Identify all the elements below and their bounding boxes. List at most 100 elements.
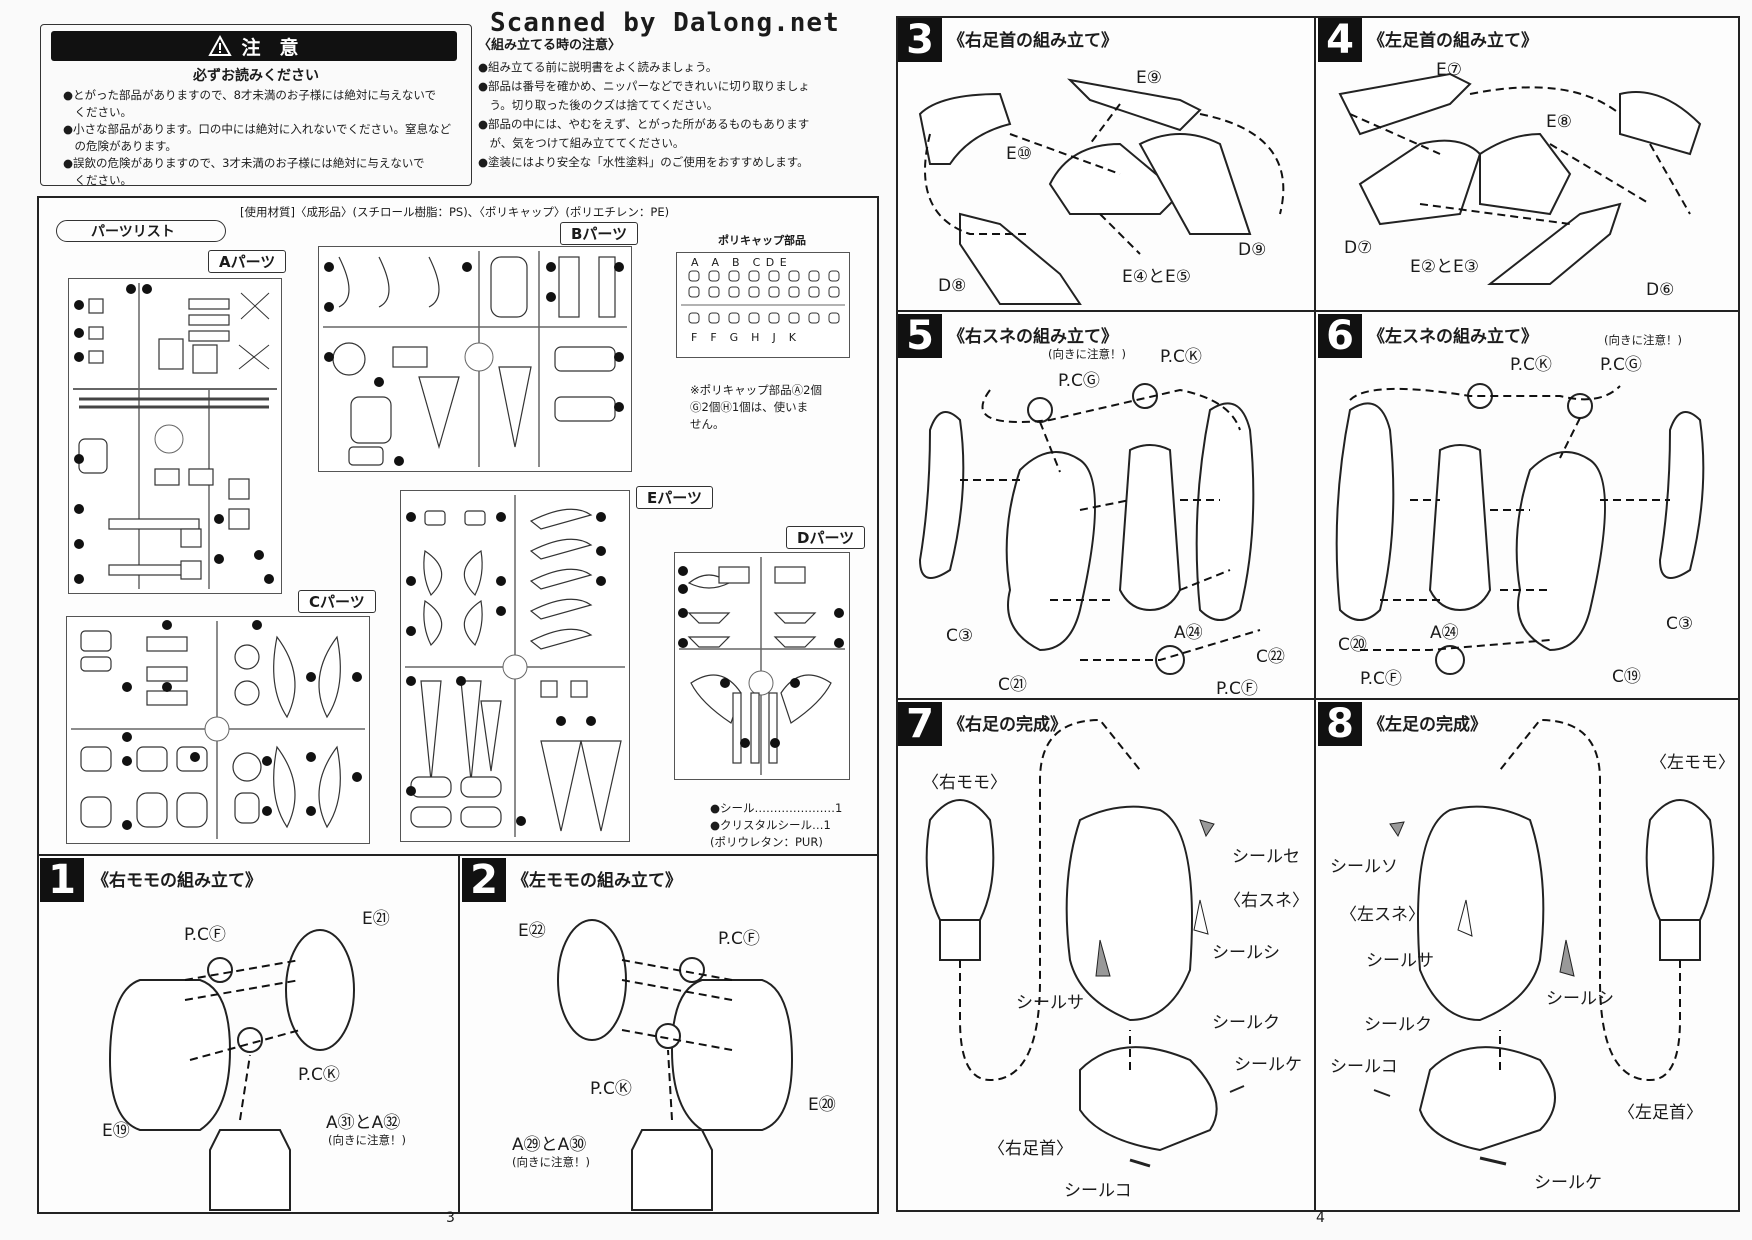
step-6-a24: A㉔ [1430, 623, 1459, 643]
step-8-title: 《左足の完成》 [1368, 715, 1487, 735]
seal-list: ●シール…………………1 ●クリスタルシール…1 (ポリウレタン：PUR) [710, 800, 842, 851]
step-8-seal-sa: シールサ [1366, 951, 1434, 971]
warning-icon [208, 34, 233, 56]
d-parts-tag: Dパーツ [786, 526, 866, 549]
caution-line: ●誤飲の危険がありますので、3才未満のお子様には絶対に与えないで [63, 156, 425, 170]
e-parts-sprue [400, 490, 630, 842]
polycap-title: ポリキャップ部品 [718, 234, 806, 247]
caution-line: ●とがった部品がありますので、8才未満のお子様には絶対に与えないで [63, 88, 437, 102]
caution-box: 注 意 必ずお読みください ●とがった部品がありますので、8才未満のお子様には絶… [40, 24, 472, 189]
right-divider-1 [896, 310, 1738, 312]
assembly-notes-title: 〈組み立てる時の注意〉 [478, 38, 622, 53]
b-sprue-art [323, 251, 627, 467]
seal-item: (ポリウレタン：PUR) [710, 835, 823, 849]
seal-item: ●クリスタルシール…1 [710, 818, 831, 832]
step-2-e20: E⑳ [808, 1095, 836, 1115]
step-8-diagram [1373, 718, 1715, 1166]
step-1-diagram [108, 929, 355, 1211]
note-line: う。切り取った後のクズは捨ててください。 [478, 98, 719, 112]
step-6-title: 《左スネの組み立て》 [1368, 327, 1538, 347]
polycap-note-line: ※ポリキャップ部品Ⓐ2個 [690, 383, 822, 397]
assembly-notes: ●組み立てる前に説明書をよく読みましょう。 ●部品は番号を確かめ、ニッパーなどで… [478, 58, 810, 172]
b-parts-sprue [318, 246, 632, 472]
step-3-d8: D⑧ [938, 276, 967, 296]
polycap-sprue: A A B C D E F F G H J K [676, 252, 850, 358]
caution-line: ください。 [63, 105, 132, 119]
step-7-seal-sa: シールサ [1016, 993, 1084, 1013]
step-1-e19: E⑲ [102, 1121, 130, 1141]
step-7-diagram [925, 718, 1245, 1168]
step-5-a24: A㉔ [1174, 623, 1203, 643]
step-5-title: 《右スネの組み立て》 [948, 327, 1118, 347]
step-4-e23: E②とE③ [1410, 257, 1479, 277]
step-2-diagram [557, 919, 794, 1211]
watermark: Scanned by Dalong.net [490, 8, 840, 38]
step-6-c19: C⑲ [1612, 667, 1641, 687]
parts-list-title: パーツリスト [56, 220, 226, 242]
step-6-pcf: P.CⒻ [1360, 669, 1402, 689]
step-1-pck: P.CⓀ [298, 1065, 340, 1085]
page-number-right: 4 [1316, 1210, 1325, 1226]
step-4-d6: D⑥ [1646, 280, 1675, 300]
step-2-note: (向きに注意！) [512, 1155, 590, 1169]
step-1-number: 1 [40, 857, 84, 903]
step-7-number: 7 [898, 701, 942, 747]
step-7-shin: 〈右スネ〉 [1224, 891, 1309, 911]
step-5-pck: P.CⓀ [1160, 347, 1202, 367]
step-3-e45: E④とE⑤ [1122, 267, 1191, 287]
caution-lines: ●とがった部品がありますので、8才未満のお子様には絶対に与えないで ください。 … [63, 87, 451, 189]
a-sprue-art [73, 283, 277, 589]
step-7-seal-ke: シールケ [1234, 1055, 1302, 1075]
caution-line: の危険があります。 [63, 139, 177, 153]
step-5-number: 5 [898, 313, 942, 359]
step-7-thigh: 〈右モモ〉 [922, 773, 1007, 793]
d-parts-sprue [674, 552, 850, 780]
step-5-pcf: P.CⒻ [1216, 679, 1258, 699]
polycap-row2: F F G H J K [691, 331, 797, 344]
step-7-seal-se: シールセ [1232, 847, 1300, 867]
step-6-pcg: P.CⒼ [1600, 355, 1642, 375]
step-4-diagram [1338, 72, 1702, 285]
step-3-diagram [918, 78, 1285, 305]
step-7-seal-ku: シールク [1212, 1013, 1280, 1033]
step-2-a: A㉙とA㉚ [512, 1135, 587, 1155]
caution-line: ●小さな部品があります。口の中には絶対に入れないでください。窒息など [63, 122, 452, 136]
step-8-number: 8 [1318, 701, 1362, 747]
note-line: ●部品の中には、やむをえず、とがった所があるものもあります [478, 117, 810, 131]
seal-item: ●シール…………………1 [710, 801, 843, 815]
step-8-seal-so: シールソ [1330, 857, 1398, 877]
right-vertical-divider [1314, 16, 1316, 1210]
step-3-title: 《右足首の組み立て》 [948, 31, 1118, 51]
step-8-seal-ku: シールク [1364, 1015, 1432, 1035]
step-1-title: 《右モモの組み立て》 [92, 871, 262, 891]
step-7-seal-shi: シールシ [1212, 943, 1280, 963]
step-5-pcg: P.CⒼ [1058, 371, 1100, 391]
step-1-a: A㉛とA㉜ [326, 1113, 401, 1133]
polycap-note: ※ポリキャップ部品Ⓐ2個 Ⓖ2個Ⓗ1個は、使いま せん。 [690, 382, 822, 433]
step-2-pcf: P.CⒻ [718, 929, 760, 949]
step-4-e8: E⑧ [1546, 112, 1572, 132]
step-divider [458, 854, 460, 1212]
e-sprue-art [405, 495, 625, 837]
step-6-diagram [1335, 383, 1705, 675]
step-4-title: 《左足首の組み立て》 [1368, 31, 1538, 51]
step-8-ankle: 〈左足首〉 [1618, 1103, 1703, 1123]
note-line: ●塗装にはより安全な「水性塗料」のご使用をおすすめします。 [478, 155, 809, 169]
step-4-d7: D⑦ [1344, 238, 1373, 258]
c-sprue-art [71, 620, 365, 839]
step-5-note: (向きに注意！) [1048, 347, 1126, 361]
step-5-diagram [918, 383, 1261, 675]
step-7-seal-ko: シールコ [1064, 1181, 1132, 1201]
step-8-seal-ko: シールコ [1330, 1057, 1398, 1077]
step-6-note: (向きに注意！) [1604, 333, 1682, 347]
step-7-title: 《右足の完成》 [948, 715, 1067, 735]
polycap-row1: A A B C D E [691, 256, 788, 269]
polycap-note-line: Ⓖ2個Ⓗ1個は、使いま [690, 400, 809, 414]
step-3-d9: D⑨ [1238, 240, 1267, 260]
right-divider-2 [896, 698, 1738, 700]
caution-line: ください。 [63, 173, 132, 187]
step-2-pck: P.CⓀ [590, 1079, 632, 1099]
step-8-thigh: 〈左モモ〉 [1650, 753, 1735, 773]
step-1-pcf: P.CⒻ [184, 925, 226, 945]
step-5-c21: C㉑ [998, 675, 1027, 695]
